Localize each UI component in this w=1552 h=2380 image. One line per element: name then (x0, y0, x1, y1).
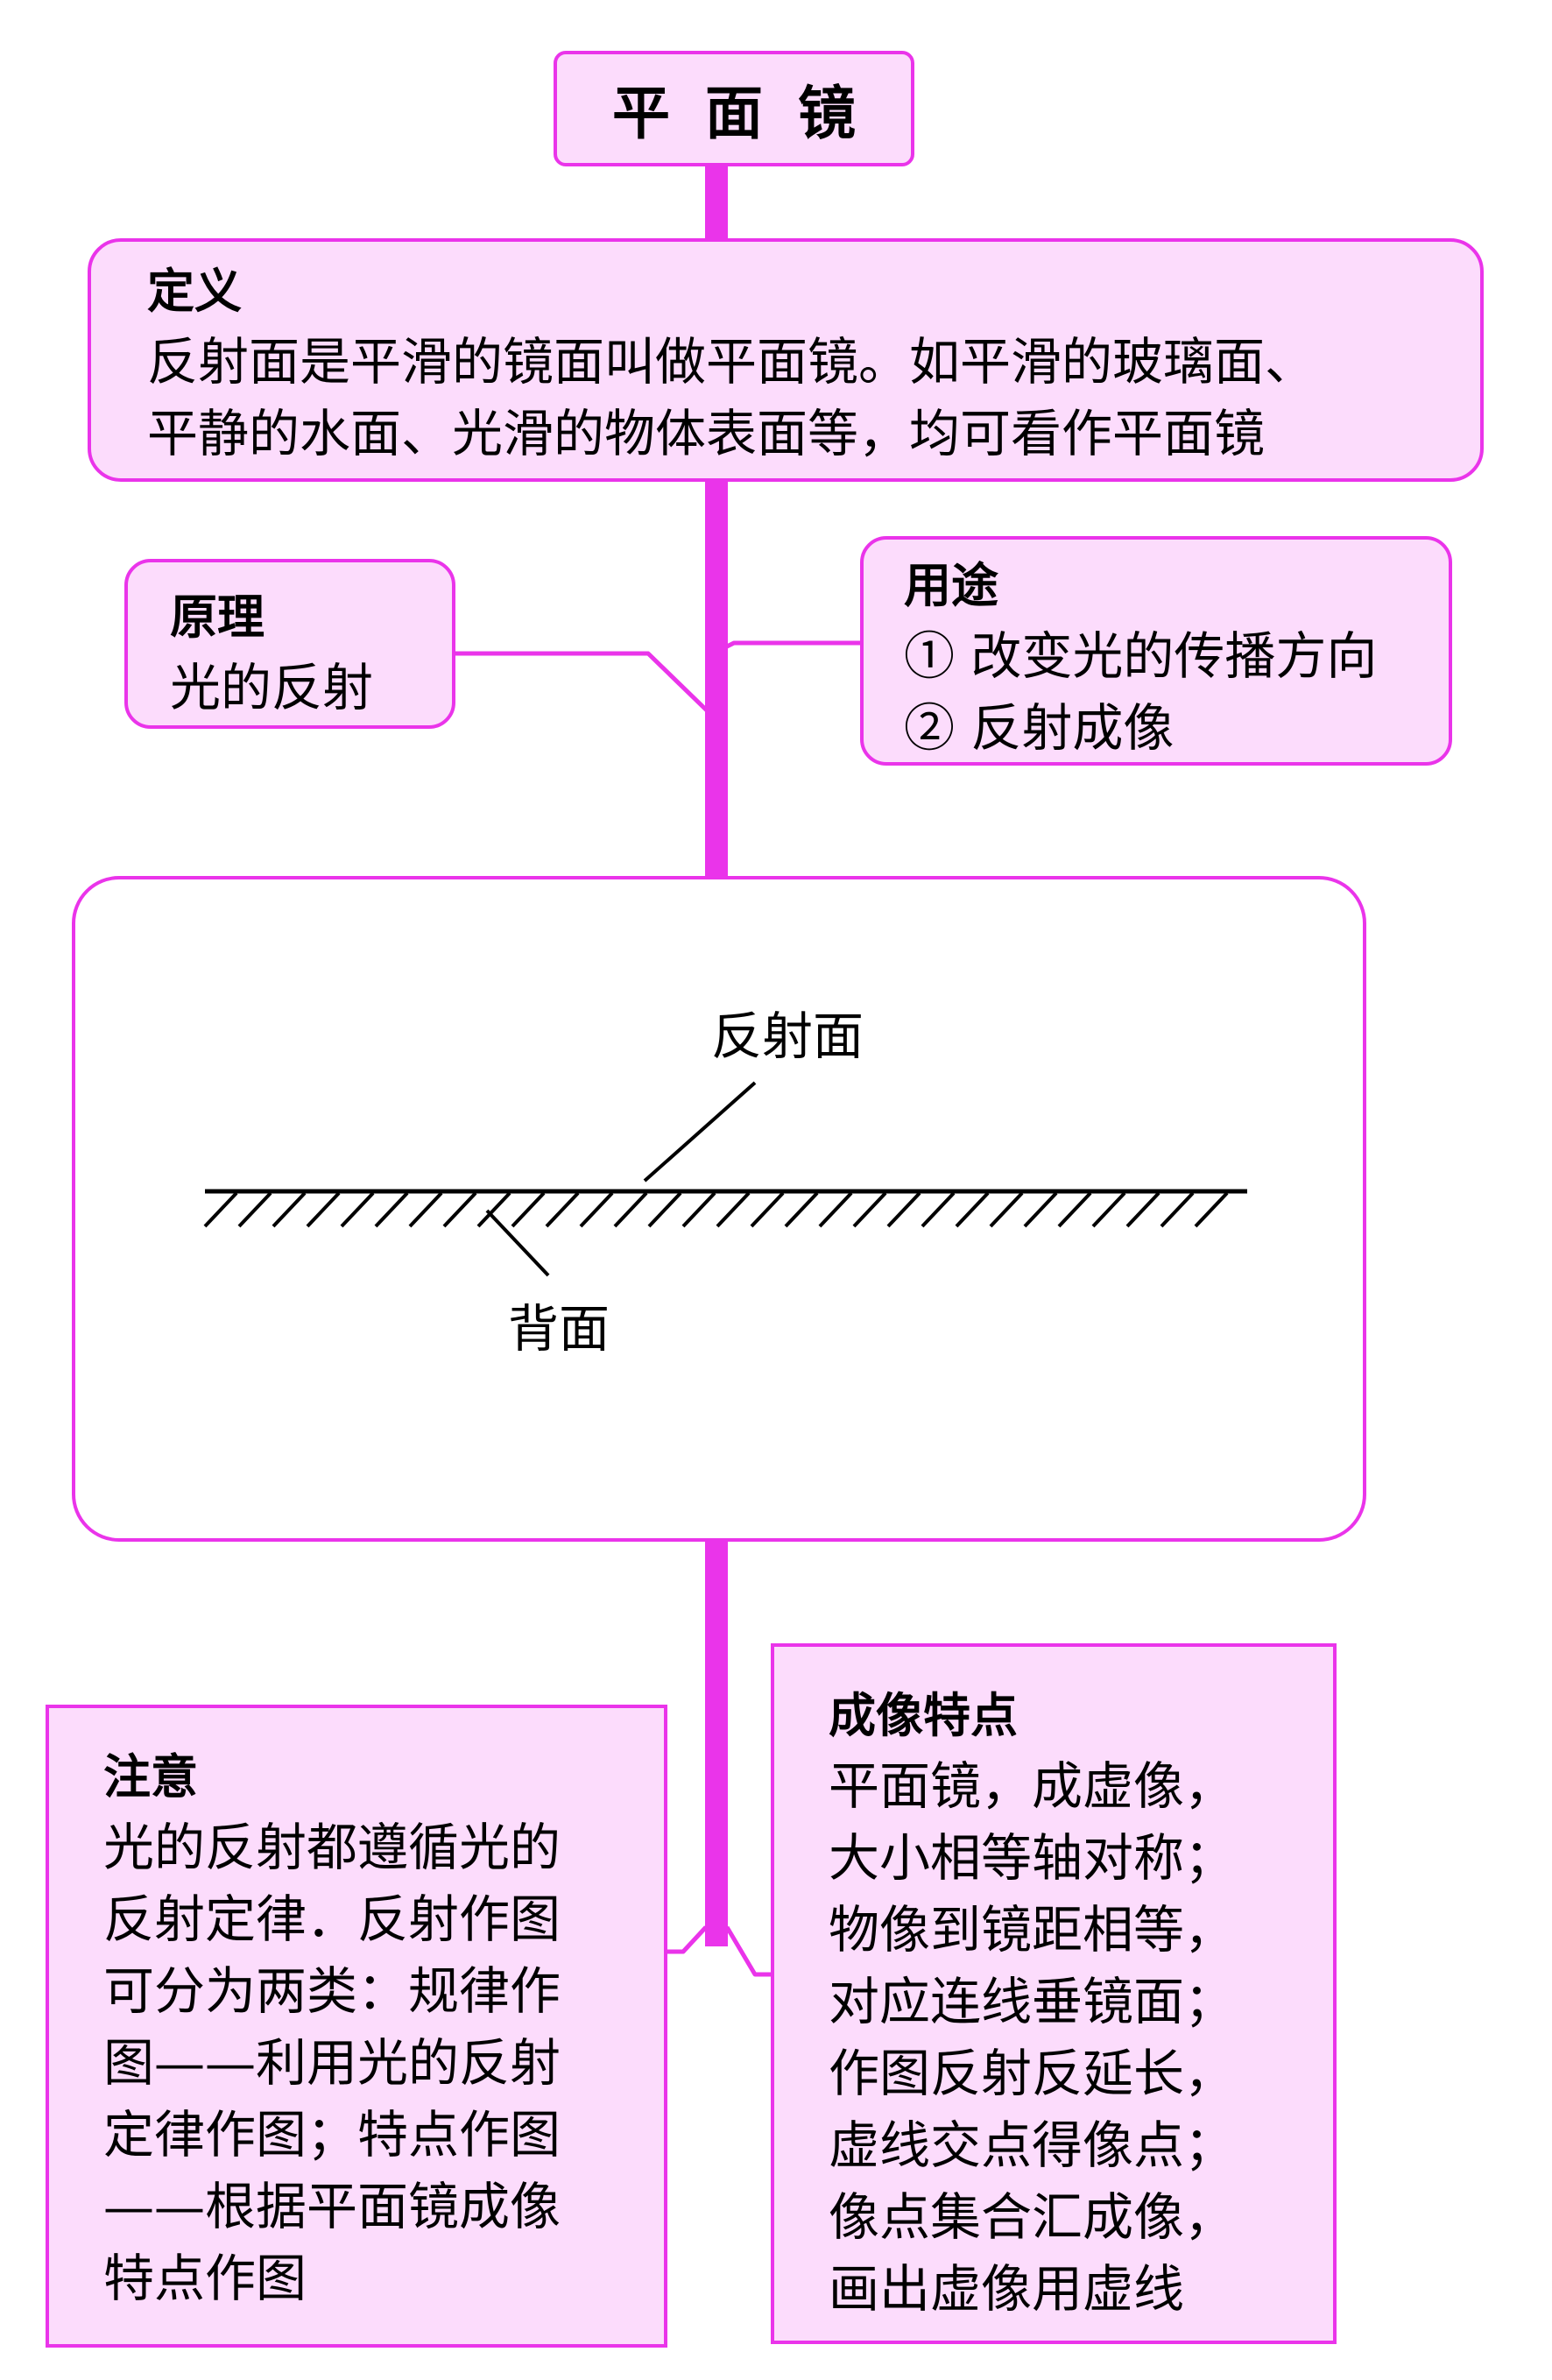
usage-heading: 用途 (904, 558, 998, 613)
notes-line: 特点作图 (103, 2249, 307, 2308)
notes-line: ——根据平面镜成像 (103, 2177, 561, 2236)
imaging-features-line: 大小相等轴对称； (829, 1828, 1236, 1888)
notes-text: 光的反射都遵循光的 反射定律．反射作图 可分为两类：规律作 图——利用光的反射 … (103, 1811, 664, 2314)
usage-list: ① 改变光的传播方向 ② 反射成像 (904, 620, 1449, 764)
imaging-features-line: 虚线交点得像点； (829, 2115, 1236, 2175)
principle-box: 原理 光的反射 (124, 559, 455, 729)
imaging-features-text: 平面镜，成虚像， 大小相等轴对称； 物像到镜距相等， 对应连线垂镜面； 作图反射… (829, 1750, 1333, 2325)
imaging-features-heading: 成像特点 (829, 1688, 1018, 1743)
definition-line: 反射面是平滑的镜面叫做平面镜。如平滑的玻璃面、 (147, 332, 1316, 392)
branch-to-notes (666, 1925, 708, 1954)
page-title: 平面镜 (612, 80, 891, 147)
usage-item: ② 反射成像 (904, 698, 1175, 758)
reflective-surface-label: 反射面 (711, 1006, 864, 1066)
definition-box: 定义 反射面是平滑的镜面叫做平面镜。如平滑的玻璃面、 平静的水面、光滑的物体表面… (88, 238, 1484, 482)
notes-line: 定律作图；特点作图 (103, 2105, 561, 2165)
imaging-features-line: 画出虚像用虚线 (829, 2259, 1185, 2319)
imaging-features-line: 像点集合汇成像， (829, 2187, 1236, 2247)
imaging-features-box: 成像特点 平面镜，成虚像， 大小相等轴对称； 物像到镜距相等， 对应连线垂镜面；… (771, 1643, 1337, 2344)
principle-heading: 原理 (170, 590, 265, 645)
branch-to-features (724, 1925, 772, 1977)
branch-to-principle (454, 651, 709, 713)
imaging-features-line: 对应连线垂镜面； (829, 1972, 1236, 2031)
notes-heading: 注意 (103, 1749, 198, 1804)
notes-line: 反射定律．反射作图 (103, 1889, 561, 1949)
notes-box: 注意 光的反射都遵循光的 反射定律．反射作图 可分为两类：规律作 图——利用光的… (46, 1705, 667, 2348)
title-box: 平面镜 (554, 51, 914, 166)
principle-text: 光的反射 (170, 658, 374, 717)
definition-text: 反射面是平滑的镜面叫做平面镜。如平滑的玻璃面、 平静的水面、光滑的物体表面等，均… (147, 326, 1480, 470)
usage-box: 用途 ① 改变光的传播方向 ② 反射成像 (860, 536, 1452, 766)
imaging-features-line: 平面镜，成虚像， (829, 1756, 1236, 1816)
definition-line: 平静的水面、光滑的物体表面等，均可看作平面镜 (147, 404, 1266, 463)
imaging-features-line: 物像到镜距相等， (829, 1900, 1236, 1960)
imaging-features-line: 作图反射反延长， (829, 2044, 1236, 2103)
definition-heading: 定义 (147, 264, 242, 319)
notes-line: 光的反射都遵循光的 (103, 1818, 561, 1877)
back-surface-label: 背面 (508, 1299, 610, 1359)
branch-to-usage (722, 640, 862, 651)
notes-line: 图——利用光的反射 (103, 2033, 561, 2093)
notes-line: 可分为两类：规律作 (103, 1961, 561, 2021)
mirror-diagram-box (72, 876, 1366, 1542)
usage-item: ① 改变光的传播方向 (904, 626, 1378, 686)
